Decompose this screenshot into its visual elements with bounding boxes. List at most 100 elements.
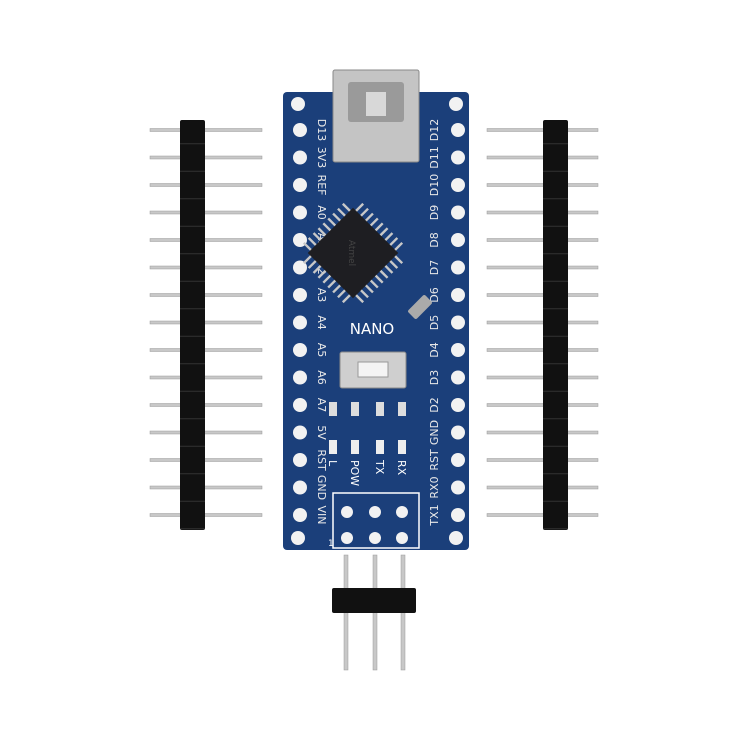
header-pin [486,513,599,517]
resistor [376,402,384,416]
header-pin [486,458,599,462]
left-pin-header [149,120,263,530]
header-pin [149,265,263,270]
header-pin [149,183,263,187]
header-pin [486,403,599,407]
mount-hole [291,97,305,111]
header-pin [486,155,599,160]
atmega-chip: Atmel [302,202,404,304]
led-label: L [326,460,339,467]
header-pin [149,238,263,242]
pin-pad [451,233,465,247]
header-pin [486,348,599,352]
header-pin [486,128,599,132]
led-label: RX [395,460,408,476]
resistor [329,402,337,416]
pin-label-left: REF [315,175,328,196]
header-pin [149,348,263,352]
pin-pad [451,123,465,137]
header-pin [149,155,263,160]
header-pin [149,293,263,297]
resistor [398,402,406,416]
pin-pad [293,343,307,357]
mount-hole [449,531,463,545]
pin-pad [293,178,307,192]
icsp-outline [332,492,420,549]
pin-label-right: D7 [428,260,441,275]
pin-pad [451,425,465,440]
pin-pad [451,370,465,385]
header-plastic [543,120,568,530]
pin-label-left: A5 [315,343,328,358]
pin-pad [451,260,465,275]
pin-pad [451,453,465,467]
pin-label-left: 5V [315,425,328,440]
header-plastic [180,120,205,530]
pin-pad [293,370,307,385]
pin-label-right: D6 [428,287,441,302]
pin-label-left: A0 [315,205,328,220]
pin-label-left: A7 [315,398,328,413]
crystal [408,295,432,319]
pin-label-right: D2 [428,397,441,412]
header-pin [486,183,599,187]
pcb-board: D133V3REFA0A1A2A3A4A5A6A75VRSTGNDVIND12D… [283,69,469,550]
pin-pad [293,453,307,467]
pin-pad [293,288,307,302]
pin-pad [293,205,307,220]
header-pin [486,430,599,435]
usb-tongue [366,92,386,116]
pin-pad [293,425,307,440]
pin-pad [451,178,465,192]
pcb [283,92,469,550]
led [329,440,337,454]
pin-pad [451,205,465,220]
pin-pad [451,343,465,357]
pin-label-left: D13 [315,119,328,141]
pin-label-right: RST [428,449,441,471]
icsp-pad [341,506,353,518]
pin-label-right: D5 [428,315,441,330]
led [376,440,384,454]
header-pin [149,513,263,517]
pin-label-right: D11 [428,146,441,168]
icsp-pad [396,532,408,544]
pin-pad [451,150,465,165]
right-pin-header [486,120,599,530]
pin-label-right: D4 [428,342,441,357]
pin-pad [293,260,307,275]
pin-pad [451,315,465,330]
icsp-pin1-label: 1 [328,539,334,549]
pin-pad [293,150,307,165]
pin-label-right: D3 [428,370,441,385]
header-pin [149,128,263,132]
pin-label-left: RST [315,449,328,471]
pin-label-right: RX0 [428,476,441,498]
pin-label-right: TX1 [428,504,441,526]
pin-pad [451,288,465,302]
icsp-pad [341,532,353,544]
header-pin [149,320,263,325]
header-pin [149,458,263,462]
header-pin [486,210,599,215]
pin-label-left: A3 [315,288,328,303]
icsp-pad [396,506,408,518]
led [351,440,359,454]
header-pin [486,485,599,490]
pin-pad [451,508,465,522]
header-pin [486,293,599,297]
pin-label-left: 3V3 [315,147,328,169]
mount-hole [291,531,305,545]
chip-body [307,207,399,299]
pin-label-left: A6 [315,370,328,385]
pin-pad [293,508,307,522]
header-pin [486,320,599,325]
pin-label-right: D12 [428,119,441,141]
led [398,440,406,454]
header-pin [486,265,599,270]
pin-label-right: D8 [428,232,441,247]
pin-label-left: A4 [315,315,328,330]
pin-pad [293,315,307,330]
board-name-label: NANO [350,320,395,338]
